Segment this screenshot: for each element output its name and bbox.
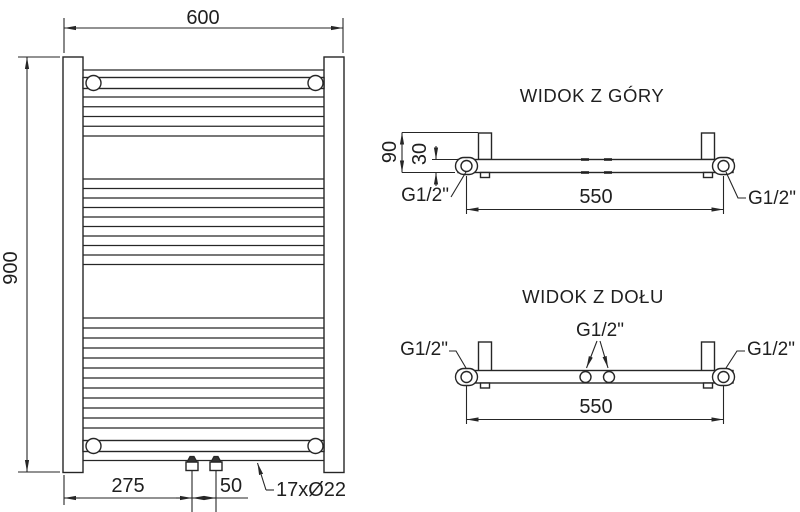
top-view-left-port <box>460 159 473 173</box>
top-view-right-foot <box>702 171 714 179</box>
bottom-view-bar <box>457 369 734 384</box>
bottom-conn-center-label: G1/2" <box>576 320 624 341</box>
bottom-view-conn-center-callout: G1/2" <box>576 320 624 369</box>
dim-depth-label: 90 <box>379 141 401 163</box>
front-view: 600 900 275 50 17xØ22 <box>0 7 346 512</box>
front-bottom-tube <box>82 439 325 453</box>
top-conn-left-label: G1/2" <box>401 185 449 206</box>
top-view-bar <box>457 158 734 174</box>
dim-inset-label: 30 <box>409 143 431 165</box>
top-dim-span-550: 550 <box>465 176 725 214</box>
bottom-view-right-foot <box>702 382 714 389</box>
dim-height-900: 900 <box>0 56 60 473</box>
valve-connection-right <box>209 455 223 472</box>
tube-callout: 17xØ22 <box>256 462 346 501</box>
front-rungs <box>83 96 324 429</box>
bottom-conn-right-label: G1/2" <box>747 339 795 360</box>
top-view-right-port <box>717 159 730 173</box>
dim-width-600: 600 <box>63 7 344 53</box>
front-bottom-left-bracket <box>85 437 102 455</box>
bottom-dim-span-label: 550 <box>579 396 612 418</box>
top-view-conn-left-callout: G1/2" <box>401 171 467 206</box>
bottom-view-conn-right-callout: G1/2" <box>725 339 795 369</box>
front-bottom-right-bracket <box>307 437 324 455</box>
bottom-view-left-bracket <box>477 341 493 372</box>
bottom-view-title: WIDOK Z DOŁU <box>522 286 664 307</box>
top-view-left-foot <box>479 171 491 179</box>
front-left-column <box>62 56 84 474</box>
front-top-left-bracket <box>85 74 102 92</box>
bottom-conn-left-label: G1/2" <box>400 339 448 360</box>
bottom-view-right-port <box>717 370 730 384</box>
dim-valve-positions: 275 50 <box>63 471 248 512</box>
bottom-view-conn-left-callout: G1/2" <box>400 339 467 369</box>
valve-connection-left <box>185 455 199 472</box>
dim-inset-30: 30 <box>409 143 458 186</box>
front-right-column <box>323 56 345 474</box>
top-view-title: WIDOK Z GÓRY <box>520 85 664 106</box>
bottom-view-right-bracket <box>700 341 716 372</box>
top-conn-right-label: G1/2" <box>748 188 796 209</box>
top-view-left-bracket <box>477 132 493 161</box>
tube-count-label: 17xØ22 <box>276 479 346 501</box>
top-dim-span-label: 550 <box>579 186 612 208</box>
front-top-tube <box>82 76 325 90</box>
bottom-view-center-port-right <box>602 370 616 384</box>
bottom-view-center-port-left <box>579 370 592 384</box>
bottom-dim-span-550: 550 <box>465 385 725 424</box>
dim-spacing-label: 50 <box>220 475 242 497</box>
bottom-view-left-foot <box>479 382 491 389</box>
top-view-right-bracket <box>700 132 716 161</box>
dim-offset-label: 275 <box>111 475 144 497</box>
front-top-right-bracket <box>307 74 324 92</box>
top-view-conn-right-callout: G1/2" <box>725 171 796 209</box>
bottom-view-left-port <box>460 370 473 384</box>
dim-depth-90: 90 <box>379 131 478 174</box>
bottom-view: WIDOK Z DOŁU G1/2" G1/2" G1/2" <box>400 286 795 424</box>
dim-height-label: 900 <box>0 251 22 284</box>
top-view: WIDOK Z GÓRY 90 30 <box>379 85 796 214</box>
dim-width-label: 600 <box>186 7 219 29</box>
